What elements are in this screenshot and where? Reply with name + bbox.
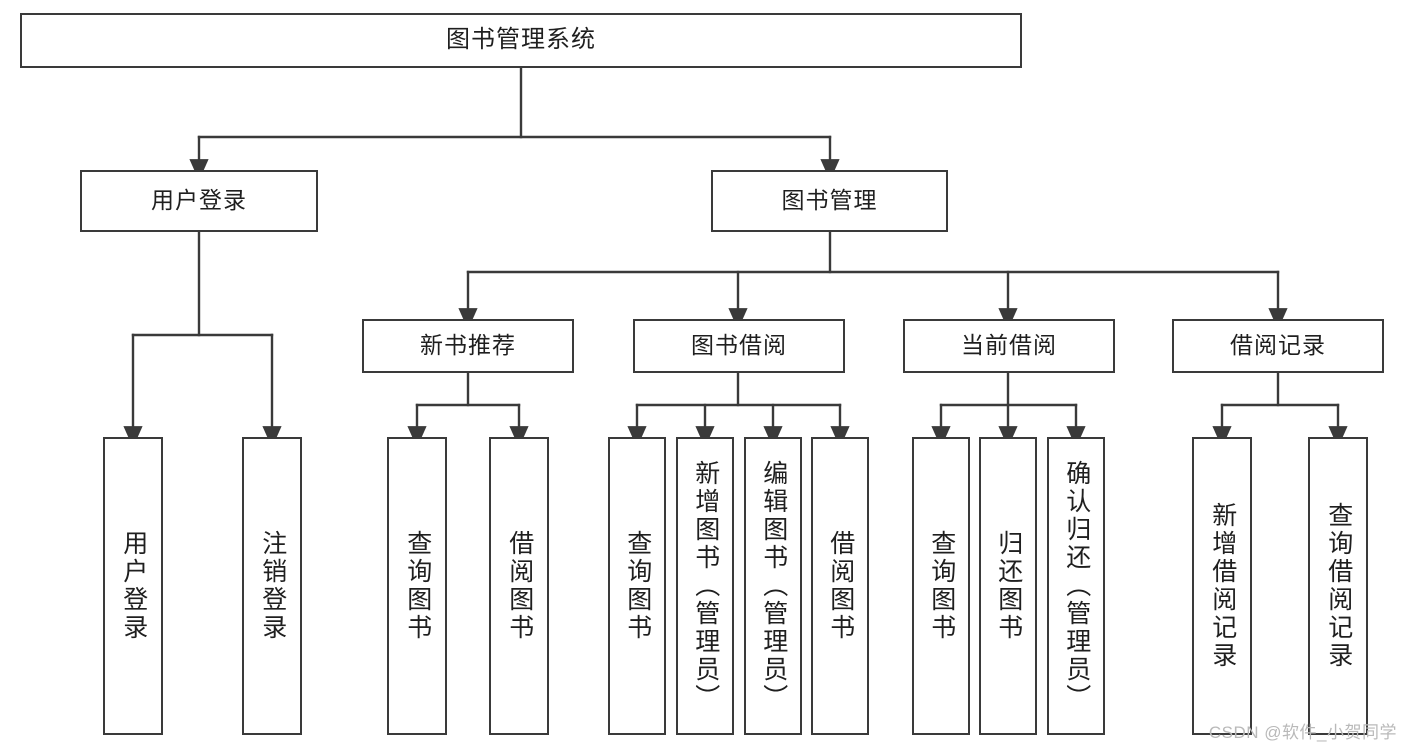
watermark-text: CSDN @软件_小贺同学 — [1208, 723, 1397, 742]
node-leaf-query-book-recommend[interactable]: 查询图书 — [387, 437, 447, 735]
node-leaf-query-book-borrow[interactable]: 查询图书 — [608, 437, 666, 735]
node-leaf-add-book-admin[interactable]: 新增图书（管理员） — [676, 437, 734, 735]
node-leaf-logout-login[interactable]: 注销登录 — [242, 437, 302, 735]
node-root-book-management-system[interactable]: 图书管理系统 — [20, 13, 1022, 68]
node-leaf-borrow-book[interactable]: 借阅图书 — [811, 437, 869, 735]
node-leaf-confirm-return-admin[interactable]: 确认归还（管理员） — [1047, 437, 1105, 735]
node-leaf-return-book[interactable]: 归还图书 — [979, 437, 1037, 735]
node-new-book-recommend[interactable]: 新书推荐 — [362, 319, 574, 373]
node-user-login[interactable]: 用户登录 — [80, 170, 318, 232]
node-current-borrow[interactable]: 当前借阅 — [903, 319, 1115, 373]
node-leaf-query-book-current[interactable]: 查询图书 — [912, 437, 970, 735]
node-book-borrow[interactable]: 图书借阅 — [633, 319, 845, 373]
node-leaf-add-borrow-record[interactable]: 新增借阅记录 — [1192, 437, 1252, 735]
node-leaf-user-login[interactable]: 用户登录 — [103, 437, 163, 735]
node-borrow-record[interactable]: 借阅记录 — [1172, 319, 1384, 373]
node-book-manage[interactable]: 图书管理 — [711, 170, 948, 232]
node-leaf-query-borrow-record[interactable]: 查询借阅记录 — [1308, 437, 1368, 735]
node-leaf-borrow-book-recommend[interactable]: 借阅图书 — [489, 437, 549, 735]
node-leaf-edit-book-admin[interactable]: 编辑图书（管理员） — [744, 437, 802, 735]
